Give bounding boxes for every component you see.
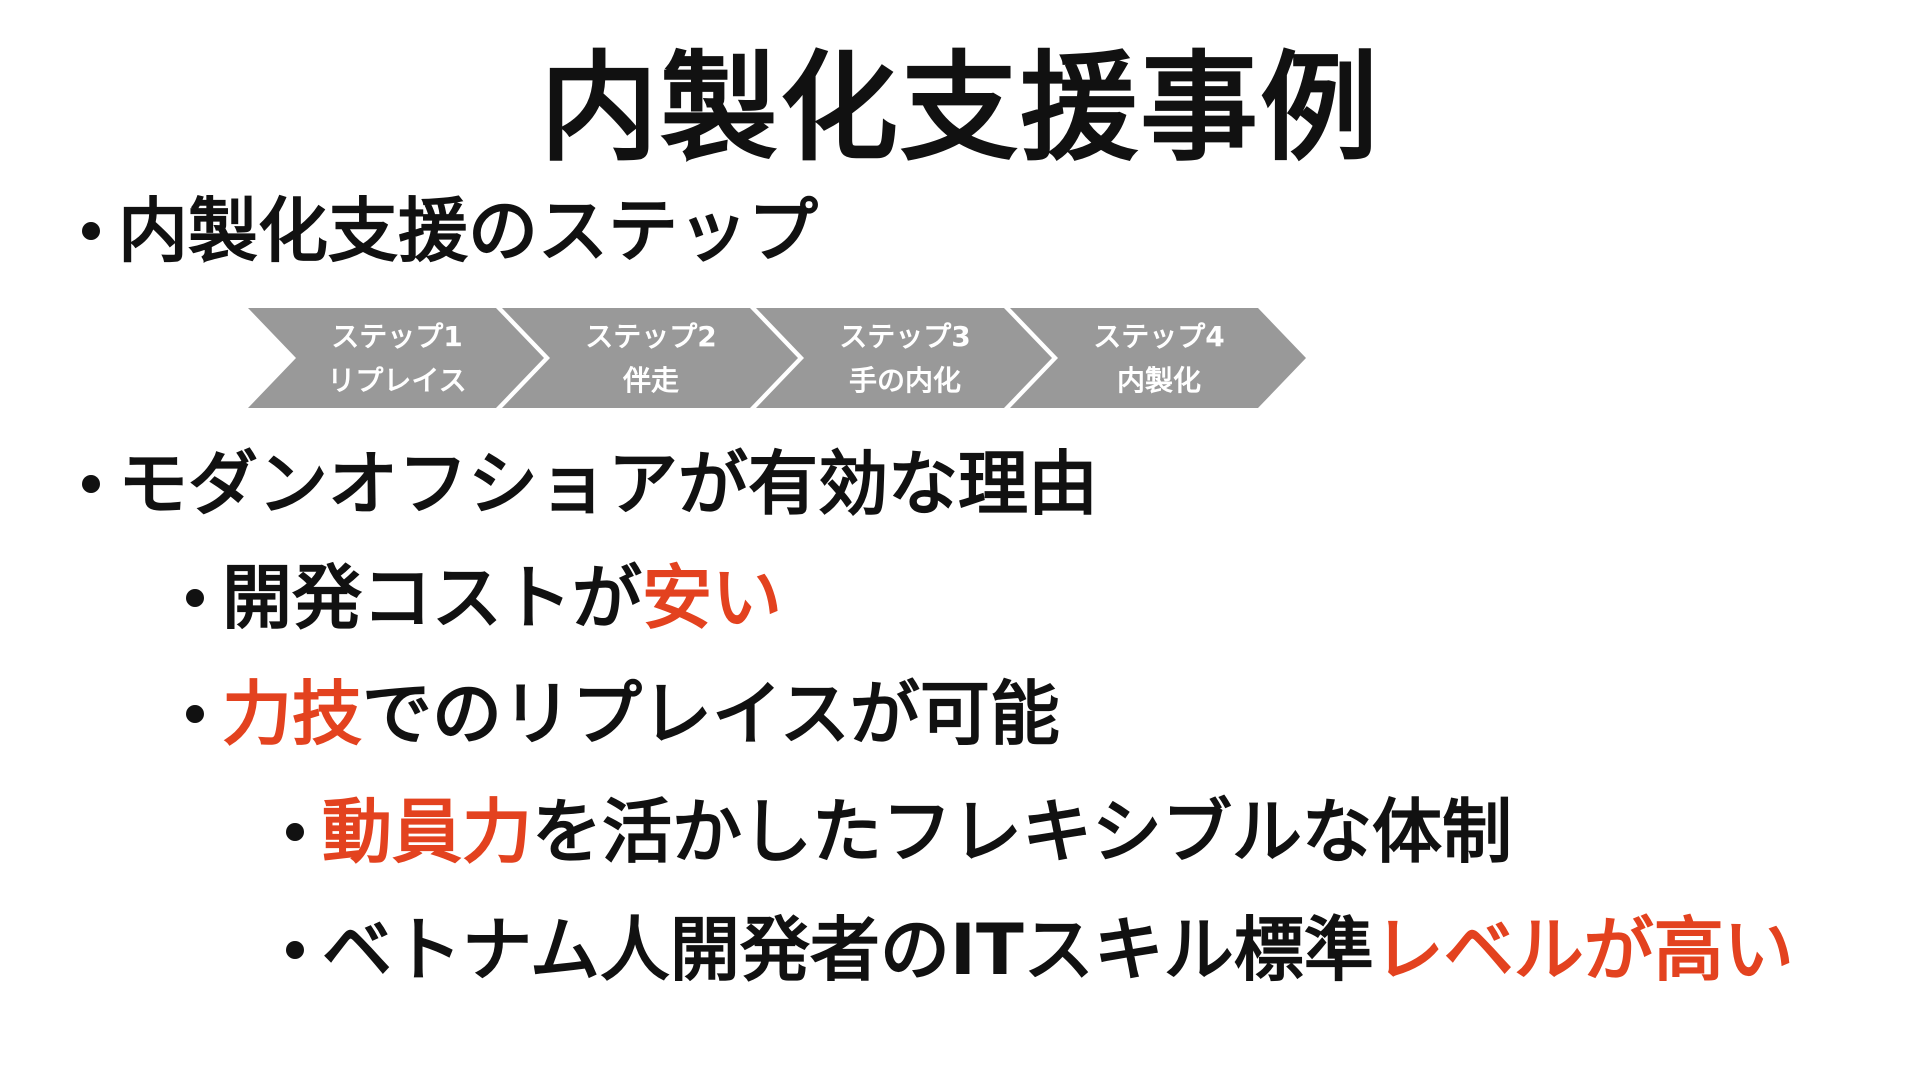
bullet-mobilize: 動員力を活かしたフレキシブルな体制 [286,784,1512,880]
bullet-text: を活かしたフレキシブルな体制 [532,791,1512,873]
bullet-cost: 開発コストが安い [186,550,782,646]
bullet-text: モダンオフショアが有効な理由 [118,443,1098,525]
bullet-accent-text: 安い [642,557,782,639]
bullet-steps-heading: 内製化支援のステップ [82,183,818,279]
step-title: ステップ3 [839,320,970,353]
step-chevron-shape [756,308,1052,408]
step-title: ステップ2 [585,320,716,353]
bullet-accent-text: 動員力 [322,791,532,873]
step-title: ステップ4 [1093,320,1224,353]
step-title: ステップ1 [331,320,462,353]
bullet-dot-icon [82,222,100,240]
bullet-dot-icon [186,705,204,723]
bullet-accent-text: 力技 [222,673,362,755]
step-3: ステップ3 手の内化 [756,308,1052,408]
bullet-text: ベトナム人開発者のITスキル標準 [322,909,1374,991]
step-chevron-shape [1010,308,1306,408]
bullet-accent-text: レベルが高い [1373,909,1794,991]
step-name: 内製化 [1117,364,1201,397]
bullet-dot-icon [286,941,304,959]
bullet-text: 内製化支援のステップ [118,190,818,272]
bullet-text: 開発コストが [222,557,642,639]
slide-title: 内製化支援事例 [539,39,1380,177]
step-2: ステップ2 伴走 [502,308,798,408]
bullet-reason-heading: モダンオフショアが有効な理由 [82,436,1098,532]
step-name: 伴走 [622,364,679,397]
step-4: ステップ4 内製化 [1010,308,1306,408]
bullet-dot-icon [286,823,304,841]
chevron-flow-graphic: ステップ1 リプレイス ステップ2 伴走 ステップ3 手の内化 ステップ4 内製化 [248,308,1306,408]
bullet-dot-icon [186,589,204,607]
step-1: ステップ1 リプレイス [248,308,544,408]
bullet-vietnam: ベトナム人開発者のITスキル標準レベルが高い [286,902,1794,998]
bullet-text: でのリプレイスが可能 [362,673,1060,755]
step-chevron-shape [502,308,798,408]
step-chevron-shape [248,308,544,408]
bullet-dot-icon [82,475,100,493]
step-chevron-flow: ステップ1 リプレイス ステップ2 伴走 ステップ3 手の内化 ステップ4 内製化 [248,308,1308,408]
step-name: 手の内化 [849,364,961,397]
step-name: リプレイス [327,364,466,397]
bullet-force: 力技でのリプレイスが可能 [186,666,1060,762]
